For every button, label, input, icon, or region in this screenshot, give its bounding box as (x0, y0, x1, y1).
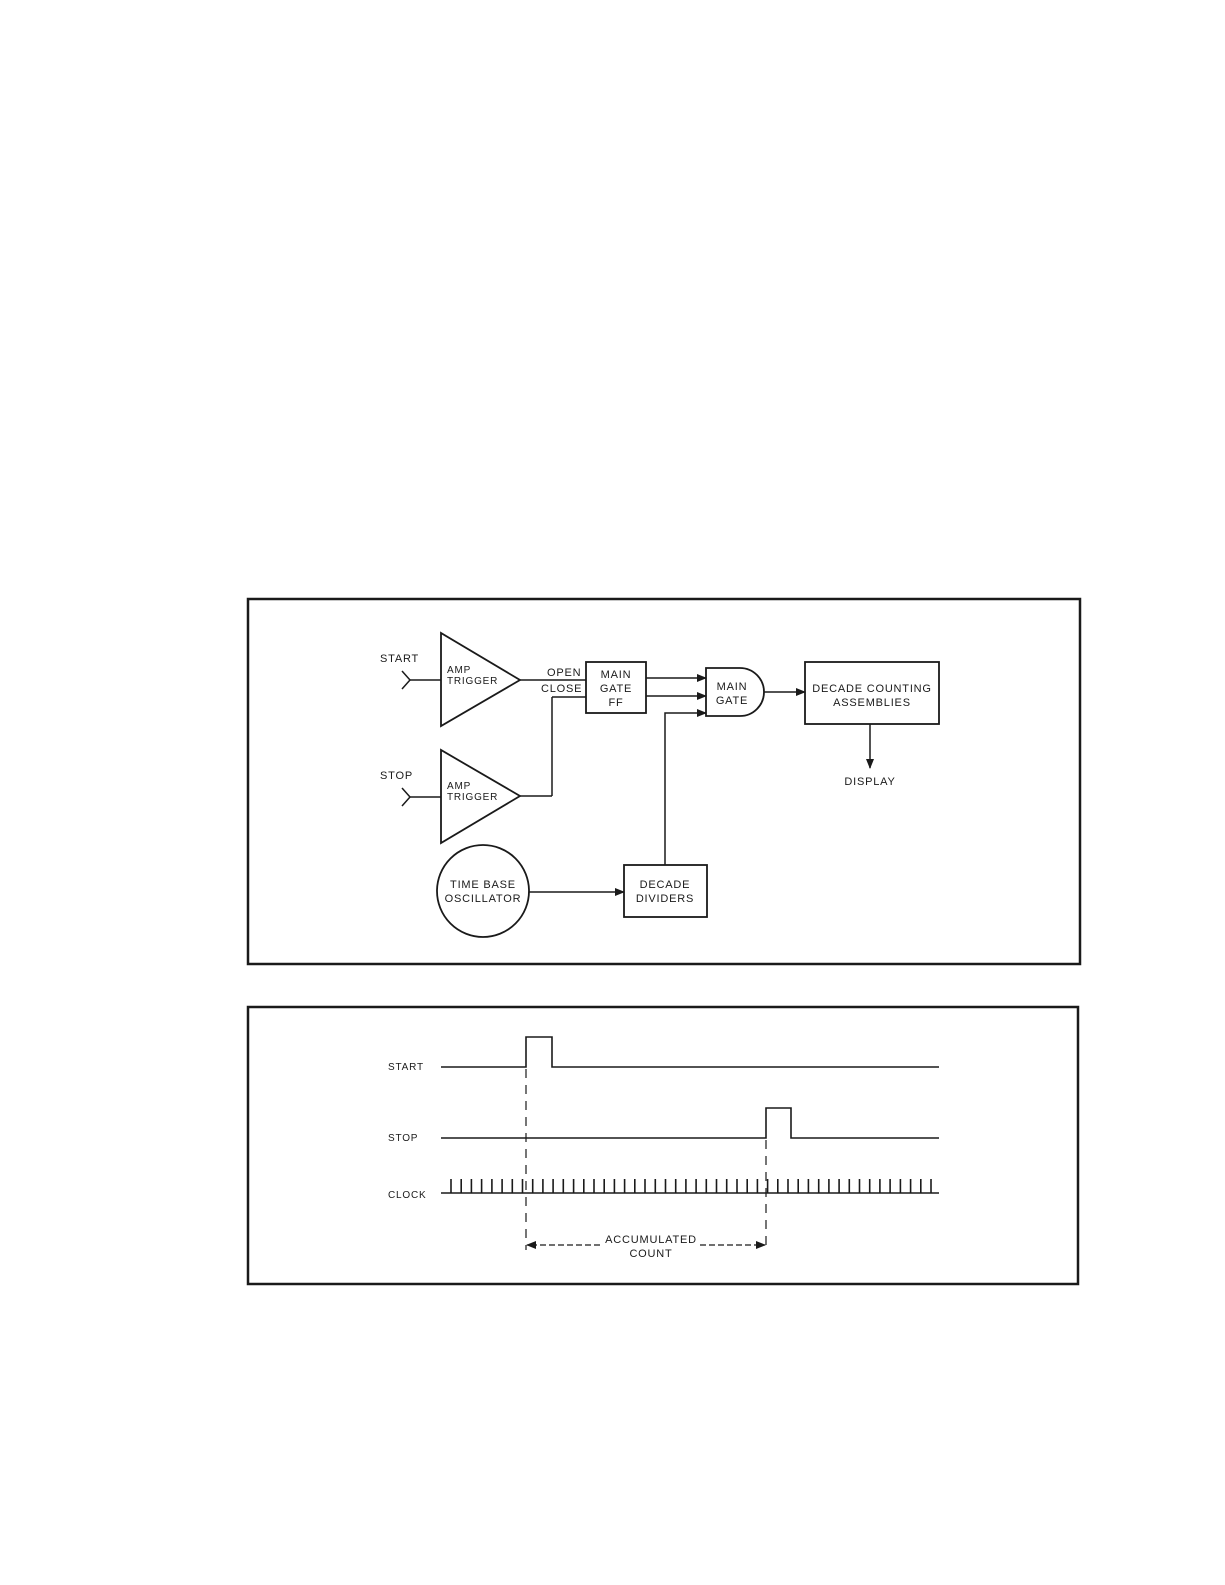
timing-clock-label: CLOCK (388, 1190, 426, 1201)
open-label: OPEN (547, 667, 581, 679)
time-base-oscillator (437, 845, 529, 937)
main-gate-line2: GATE (716, 695, 748, 707)
block-diagram-panel: START AMP TRIGGER OPEN CLOSE MAIN GATE F… (248, 599, 1080, 964)
time-base-line2: OSCILLATOR (445, 893, 522, 905)
start-input-connector (402, 671, 441, 689)
time-base-line1: TIME BASE (450, 879, 516, 891)
main-gate-ff-line1: MAIN (601, 669, 632, 681)
amp-trigger-stop-line2: TRIGGER (447, 792, 498, 803)
decade-dividers-line1: DECADE (640, 879, 691, 891)
clock-pulses (451, 1179, 931, 1193)
decade-counting-line1: DECADE COUNTING (812, 683, 932, 695)
amp-trigger-start-line1: AMP (447, 665, 471, 676)
accumulated-line2: COUNT (629, 1248, 672, 1260)
main-gate-ff-line2: GATE (600, 683, 632, 695)
timing-start-label: START (388, 1062, 424, 1073)
block-start-label: START (380, 653, 419, 665)
timing-stop-label: STOP (388, 1133, 418, 1144)
stop-input-connector (402, 788, 441, 806)
display-label: DISPLAY (844, 776, 895, 788)
accumulated-line1: ACCUMULATED (605, 1234, 697, 1246)
decade-dividers-box (624, 865, 707, 917)
main-gate-line1: MAIN (717, 681, 748, 693)
decade-counting-line2: ASSEMBLIES (833, 697, 911, 709)
stop-waveform (441, 1108, 939, 1138)
block-stop-label: STOP (380, 770, 413, 782)
close-label: CLOSE (541, 683, 582, 695)
main-gate-ff-line3: FF (608, 697, 623, 709)
amp-trigger-start-line2: TRIGGER (447, 676, 498, 687)
dividers-to-gate-arrow (665, 713, 706, 865)
start-waveform (441, 1037, 939, 1067)
timing-diagram-panel: START STOP CLOCK ACCUMULATED COUNT (248, 1007, 1078, 1284)
amp-trigger-stop-line1: AMP (447, 781, 471, 792)
decade-dividers-line2: DIVIDERS (636, 893, 694, 905)
